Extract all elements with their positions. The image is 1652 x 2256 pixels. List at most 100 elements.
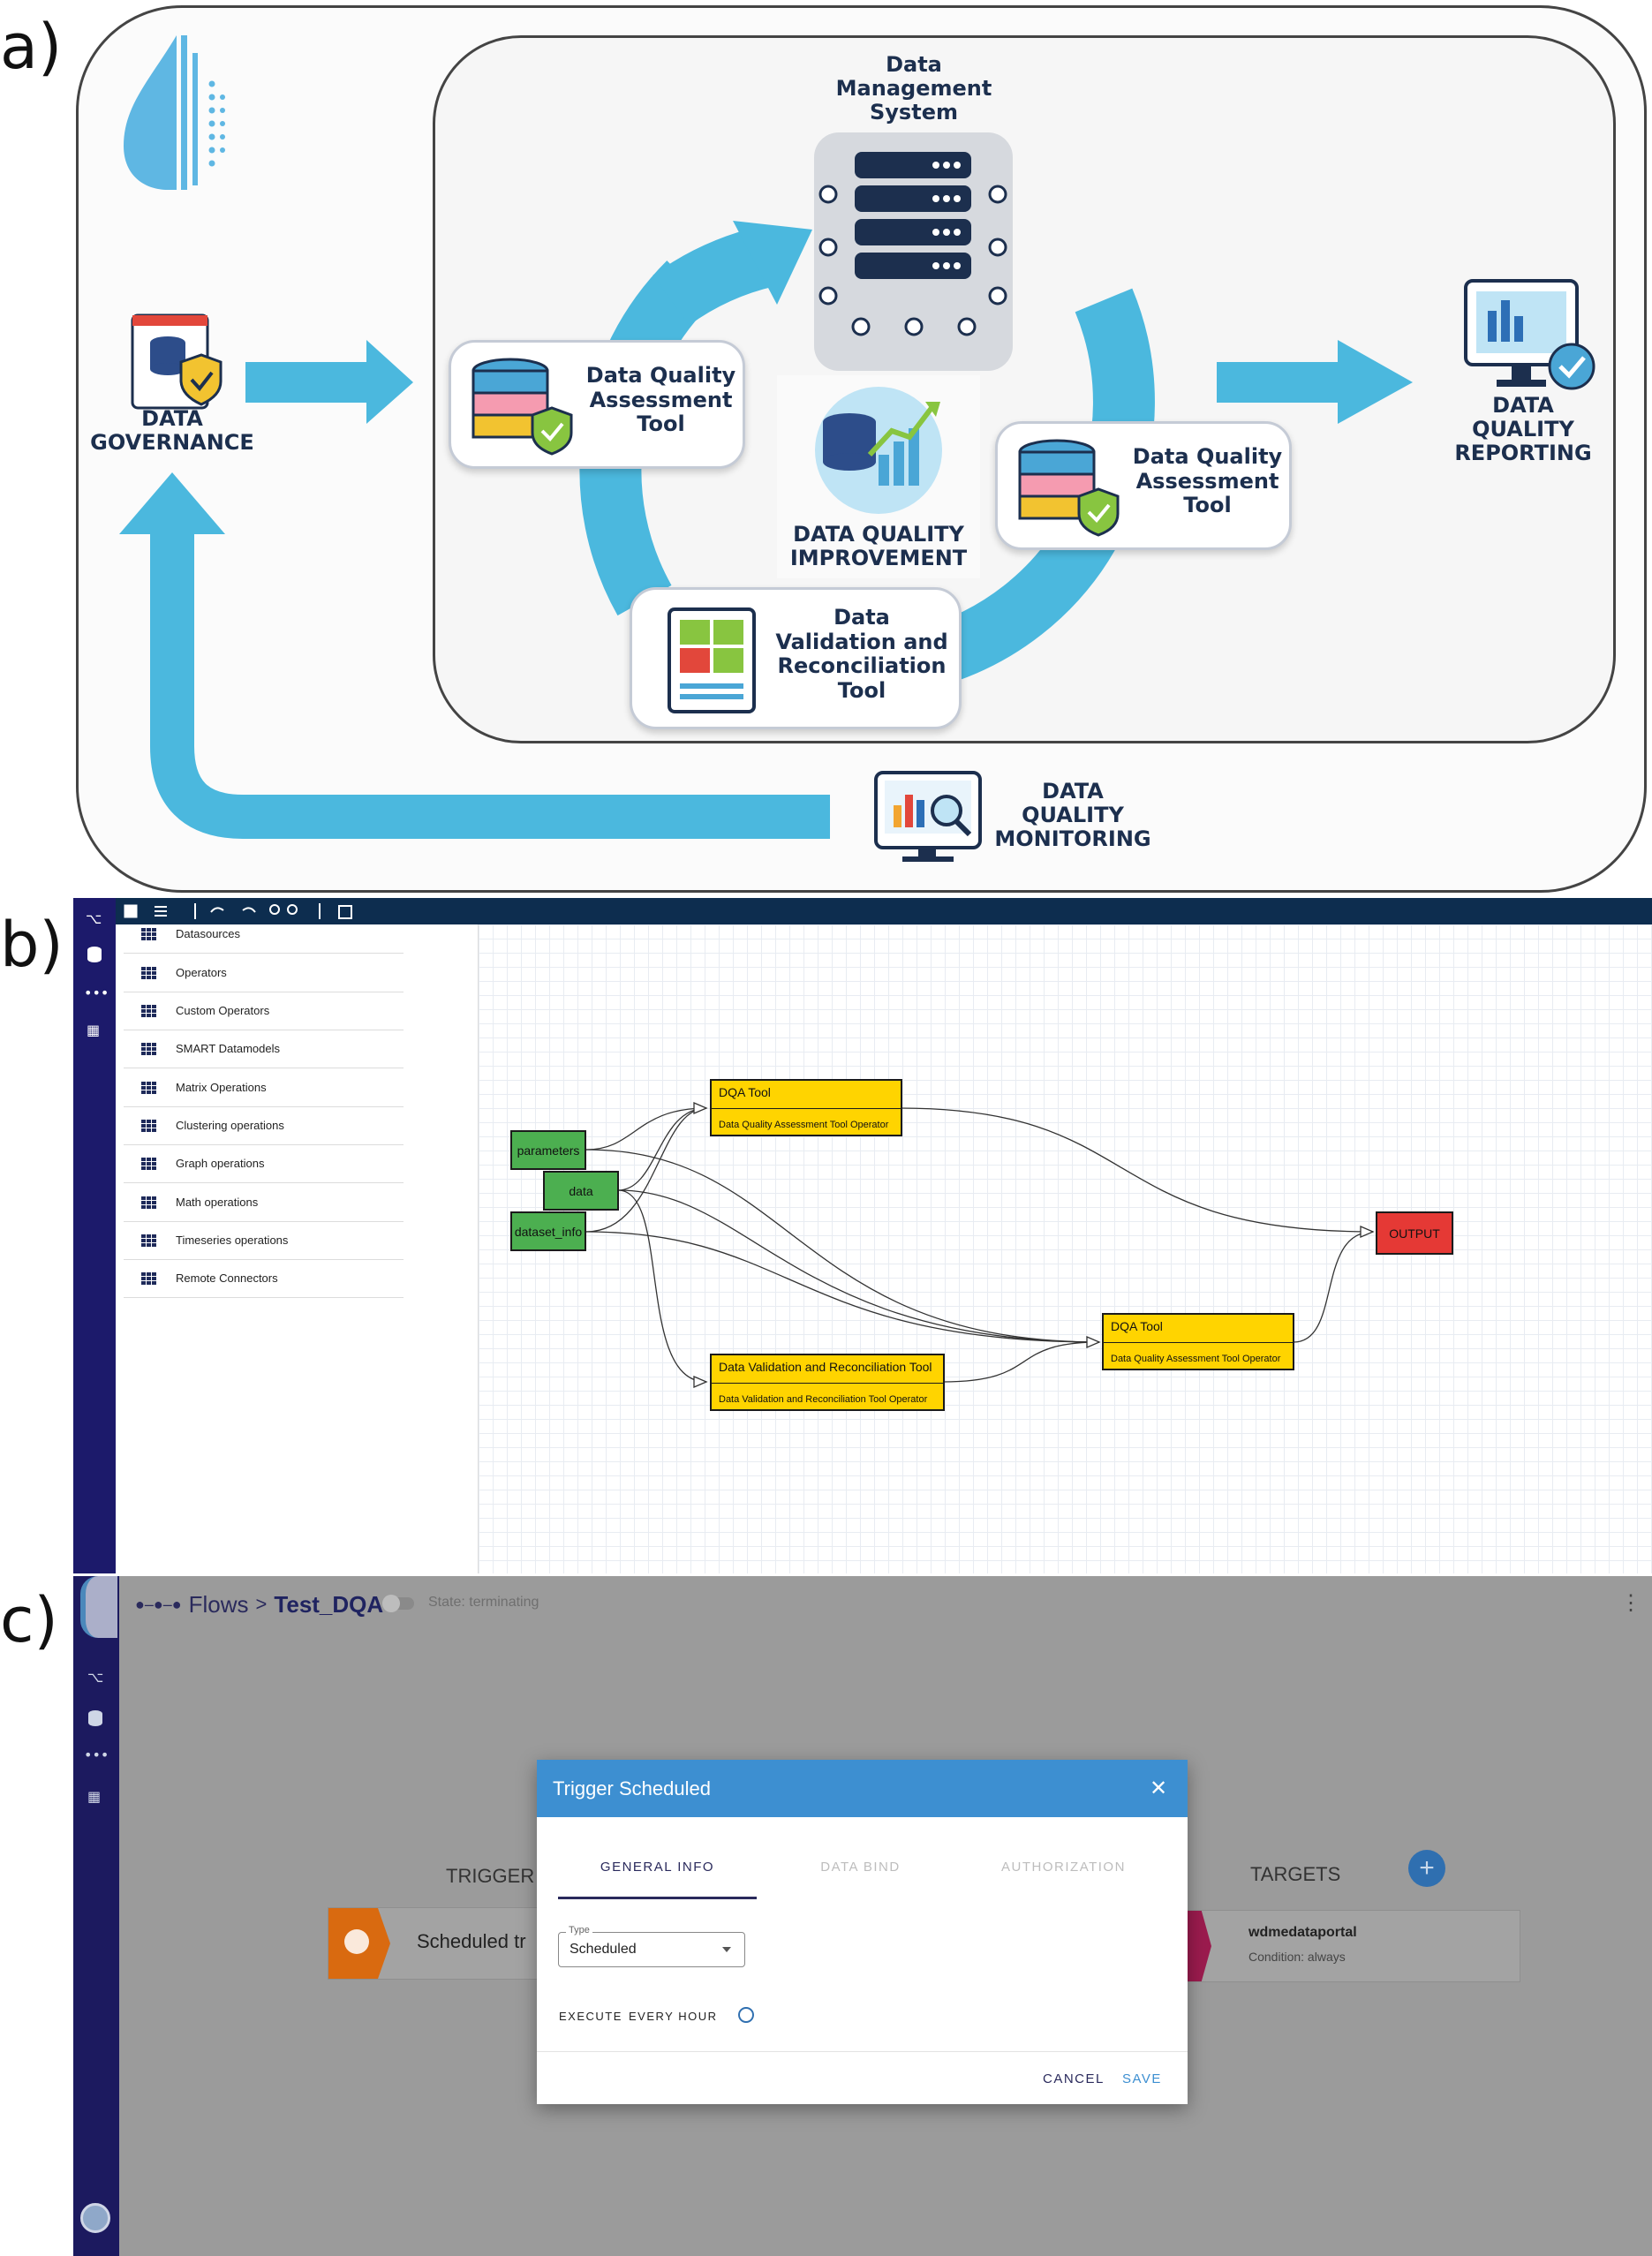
run-icon[interactable] [338,905,352,919]
grid-icon [141,1271,156,1285]
operator-title: Data Validation and Reconciliation Tool [719,1360,932,1374]
breadcrumb-separator: > [255,1593,268,1615]
more-icon[interactable]: ⋮ [1620,1591,1641,1615]
execute-label: EXECUTE [559,2010,622,2023]
tree-icon[interactable]: ⌥ [87,1669,104,1686]
database-icon[interactable] [87,947,102,962]
category-label: Timeseries operations [176,1234,289,1247]
panel-label-c: c) [0,1584,58,1656]
grid-icon [141,1119,156,1132]
category-label: Remote Connectors [176,1271,278,1285]
category-item[interactable]: Timeseries operations [124,1221,404,1260]
breadcrumb-flows[interactable]: Flows [188,1590,249,1618]
data-quality-reporting-label: DATA QUALITY REPORTING [1454,393,1592,465]
grid-icon[interactable]: ▦ [87,1788,102,1805]
category-item[interactable]: Custom Operators [124,992,404,1030]
validation-tool-label: Data Validation and Reconciliation Tool [775,605,948,703]
grid-icon [141,1081,156,1094]
targets-heading: TARGETS [1250,1863,1341,1885]
improvement-icon [777,375,980,578]
operator-node-validation[interactable]: Data Validation and Reconciliation Tool … [710,1354,945,1411]
dqa-tool-right-label: Data Quality Assessment Tool [1132,444,1283,518]
tab-general-info[interactable]: GENERAL INFO [600,1860,715,1875]
output-node[interactable]: OUTPUT [1376,1211,1453,1255]
target-condition: Condition: always [1248,1950,1346,1964]
flow-editor-toolbar [116,898,1652,924]
panel-label-b: b) [0,909,64,981]
schedule-edit-icon[interactable] [738,2007,754,2023]
panel-c: ⌥ ••• ▦ ●‒●‒● Flows > Test_DQA State: te… [73,1576,1652,2256]
operator-subtitle: Data Quality Assessment Tool Operator [1111,1354,1281,1364]
category-label: Graph operations [176,1157,265,1170]
redo-icon [242,907,256,913]
grid-icon [141,1234,156,1247]
monitoring-icon [874,771,982,862]
dialog-footer-divider [537,2051,1188,2052]
category-item[interactable]: Graph operations [124,1144,404,1183]
grid-icon [141,1157,156,1170]
arrow-monitoring-to-governance [150,530,830,839]
database-icon[interactable] [88,1710,102,1726]
input-node-dataset-info[interactable]: dataset_info [510,1211,586,1251]
panel-a: Data Quality Assessment Tool Data Qualit… [0,0,1652,901]
reporting-icon [1464,279,1595,390]
arrow-system-to-reporting [1217,340,1413,424]
category-item[interactable]: Datasources [124,915,404,954]
input-node-parameters[interactable]: parameters [510,1130,586,1170]
tab-data-bind[interactable]: DATA BIND [820,1860,901,1875]
card-dqa-tool-left: Data Quality Assessment Tool [449,340,745,469]
app-sidebar: ⌥ ••• ▦ [73,1576,119,2256]
state-toggle[interactable] [382,1595,414,1612]
category-item[interactable]: Remote Connectors [124,1259,404,1298]
tab-authorization[interactable]: AUTHORIZATION [1001,1860,1126,1875]
flow-icon[interactable]: ••• [84,985,109,1001]
database-shield-icon [1018,439,1120,537]
type-select[interactable]: Type Scheduled [558,1925,745,1967]
flow-canvas[interactable] [479,924,1652,1573]
data-quality-monitoring-label: DATA QUALITY MONITORING [994,779,1151,851]
trigger-card-label: Scheduled tr [417,1930,526,1952]
input-node-data[interactable]: data [543,1171,619,1211]
operator-subtitle: Data Quality Assessment Tool Operator [719,1120,889,1130]
card-validation-tool: Data Validation and Reconciliation Tool [630,587,962,729]
category-item[interactable]: Operators [124,954,404,992]
target-badge [1187,1911,1211,1981]
database-shield-icon [471,358,573,456]
category-item[interactable]: Clustering operations [124,1106,404,1145]
panel-a-graphics [119,35,1595,862]
operator-categories [116,924,479,1573]
cancel-button[interactable]: CANCEL [1043,2071,1105,2086]
panel-label-a: a) [0,11,63,83]
grid-icon[interactable]: ▦ [87,1022,101,1038]
target-card[interactable]: wdmedataportal Condition: always [1187,1910,1520,1982]
category-item[interactable]: Matrix Operations [124,1068,404,1107]
undo-icon [210,907,224,913]
close-icon[interactable]: ✕ [1150,1777,1168,1800]
type-value: Scheduled [570,1942,637,1957]
operator-node-dqa-tool-1[interactable]: DQA Tool Data Quality Assessment Tool Op… [710,1079,902,1136]
category-label: Math operations [176,1196,259,1209]
operator-subtitle: Data Validation and Reconciliation Tool … [719,1394,928,1405]
logo-icon [124,35,225,190]
dialog-title: Trigger Scheduled [553,1777,711,1800]
avatar[interactable] [80,2203,110,2233]
grid-icon [141,927,156,940]
zoom-out-icon [269,904,280,915]
cycle-arrowhead [733,221,812,305]
operator-node-dqa-tool-2[interactable]: DQA Tool Data Quality Assessment Tool Op… [1102,1313,1294,1370]
save-icon [124,904,138,918]
chevron-down-icon [722,1947,731,1952]
save-button[interactable]: SAVE [1122,2071,1162,2086]
tree-icon[interactable]: ⌥ [86,910,102,927]
type-label: Type [566,1925,592,1935]
category-item[interactable]: SMART Datamodels [124,1030,404,1068]
dqa-tool-left-label: Data Quality Assessment Tool [585,363,736,437]
category-item[interactable]: Math operations [124,1183,404,1222]
data-management-system-label: Data Management System [835,52,992,124]
app-logo-icon [80,1576,117,1638]
flow-icon[interactable]: ••• [84,1747,109,1763]
grid-icon [141,1004,156,1017]
trigger-dialog: Trigger Scheduled ✕ GENERAL INFO DATA BI… [537,1760,1188,2104]
arrow-governance-to-system [245,340,413,424]
add-target-button[interactable]: + [1408,1850,1445,1887]
